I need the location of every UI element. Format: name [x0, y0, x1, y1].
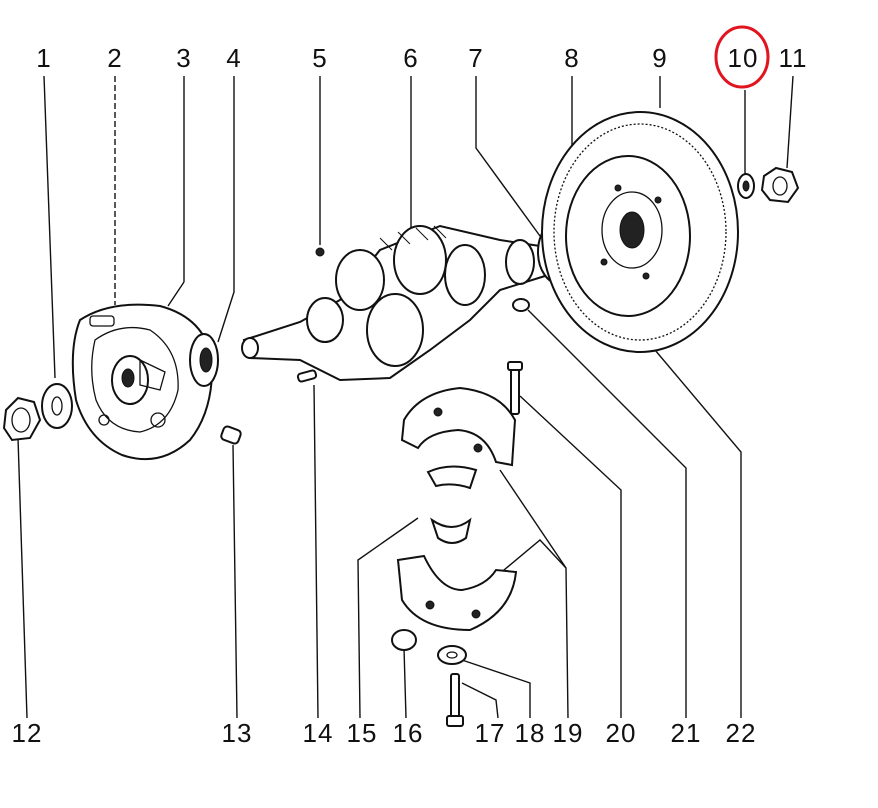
part-bearing-shell-15 — [426, 465, 478, 544]
callout-17[interactable]: 17 — [475, 718, 506, 748]
callout-22[interactable]: 22 — [726, 718, 757, 748]
callout-13[interactable]: 13 — [222, 718, 253, 748]
callout-1[interactable]: 1 — [36, 43, 51, 73]
callout-12[interactable]: 12 — [12, 718, 43, 748]
part-bush-16 — [391, 629, 417, 651]
leader-4 — [217, 76, 235, 343]
part-key-21 — [512, 298, 530, 312]
leader-14 — [313, 384, 319, 719]
part-washer-1 — [41, 383, 73, 429]
part-plug-5 — [315, 247, 325, 257]
callout-20[interactable]: 20 — [606, 718, 637, 748]
part-cover-plate-2 — [71, 303, 214, 461]
leader-20 — [519, 395, 622, 718]
part-washer-18 — [437, 645, 467, 665]
part-con-rod-lower-19 — [396, 554, 518, 632]
part-con-rod-upper-19 — [400, 386, 517, 467]
leader-12 — [17, 437, 28, 719]
leader-lines — [17, 75, 794, 719]
leader-21 — [527, 309, 687, 718]
part-key-14 — [296, 369, 318, 383]
callout-5[interactable]: 5 — [312, 43, 327, 73]
callout-19[interactable]: 19 — [553, 718, 584, 748]
callout-labels: 1 2 3 4 5 6 7 8 9 10 11 12 13 14 15 16 1… — [12, 43, 808, 748]
part-seal-4 — [189, 333, 219, 387]
callout-21[interactable]: 21 — [671, 718, 702, 748]
part-nut-12 — [2, 396, 42, 442]
leader-22 — [654, 349, 742, 718]
callout-11[interactable]: 11 — [779, 43, 808, 73]
part-crankshaft-6 — [241, 224, 547, 382]
leader-1 — [43, 75, 56, 379]
leader-16 — [403, 647, 407, 719]
callout-3[interactable]: 3 — [176, 43, 191, 73]
callout-18[interactable]: 18 — [515, 718, 546, 748]
callout-16[interactable]: 16 — [393, 718, 424, 748]
part-bolt-17 — [446, 673, 464, 727]
leader-3b — [167, 281, 185, 307]
callout-9[interactable]: 9 — [652, 43, 667, 73]
leader-15 — [357, 517, 419, 719]
callout-15[interactable]: 15 — [347, 718, 378, 748]
part-flywheel-9 — [541, 111, 739, 353]
leader-13 — [232, 444, 238, 719]
part-dowel-13 — [220, 425, 242, 445]
callout-10-highlight-circle — [714, 25, 770, 89]
leader-7 — [475, 76, 541, 237]
callout-2[interactable]: 2 — [107, 43, 122, 73]
callout-14[interactable]: 14 — [303, 718, 334, 748]
leader-18 — [461, 659, 531, 718]
callout-8[interactable]: 8 — [564, 43, 579, 73]
callout-7[interactable]: 7 — [468, 43, 483, 73]
part-bolt-11 — [760, 166, 800, 204]
leader-11 — [786, 75, 794, 169]
leader-17 — [461, 682, 499, 719]
part-washer-10 — [737, 173, 755, 199]
callout-4[interactable]: 4 — [226, 43, 241, 73]
part-bolt-20 — [507, 361, 523, 415]
callout-10[interactable]: 10 — [728, 43, 759, 73]
callout-6[interactable]: 6 — [403, 43, 418, 73]
leader-19b — [497, 539, 567, 576]
